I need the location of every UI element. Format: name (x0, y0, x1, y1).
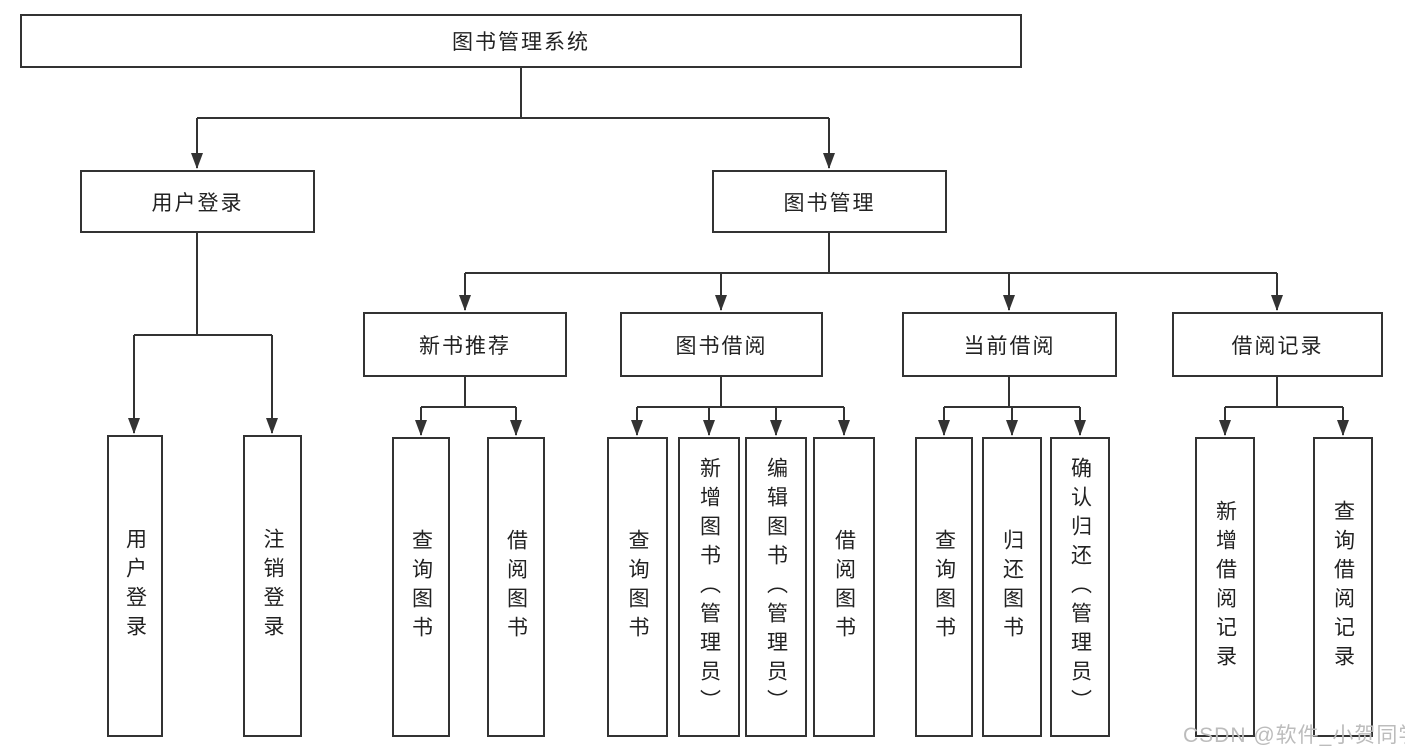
leaf-user-login: 用户登录 (107, 435, 163, 737)
node-current-borrowing: 当前借阅 (902, 312, 1117, 377)
leaf-confirm-return-admin: 确认归还（管理员） (1050, 437, 1110, 737)
leaf-return-books: 归还图书 (982, 437, 1042, 737)
leaf-borrow-books-recommendation: 借阅图书 (487, 437, 545, 737)
node-book-management: 图书管理 (712, 170, 947, 233)
node-book-borrowing: 图书借阅 (620, 312, 823, 377)
node-new-book-recommendation: 新书推荐 (363, 312, 567, 377)
leaf-search-books-recommendation: 查询图书 (392, 437, 450, 737)
leaf-search-books-current: 查询图书 (915, 437, 973, 737)
leaf-search-borrow-record: 查询借阅记录 (1313, 437, 1373, 737)
leaf-add-book-admin: 新增图书（管理员） (678, 437, 740, 737)
leaf-edit-book-admin: 编辑图书（管理员） (745, 437, 807, 737)
leaf-search-books-borrowing: 查询图书 (607, 437, 668, 737)
node-user-login: 用户登录 (80, 170, 315, 233)
leaf-logout: 注销登录 (243, 435, 302, 737)
leaf-borrow-books: 借阅图书 (813, 437, 875, 737)
leaf-add-borrow-record: 新增借阅记录 (1195, 437, 1255, 737)
csdn-watermark: CSDN @软件_小贺同学 (1183, 724, 1405, 747)
node-borrowing-records: 借阅记录 (1172, 312, 1383, 377)
node-library-system: 图书管理系统 (20, 14, 1022, 68)
